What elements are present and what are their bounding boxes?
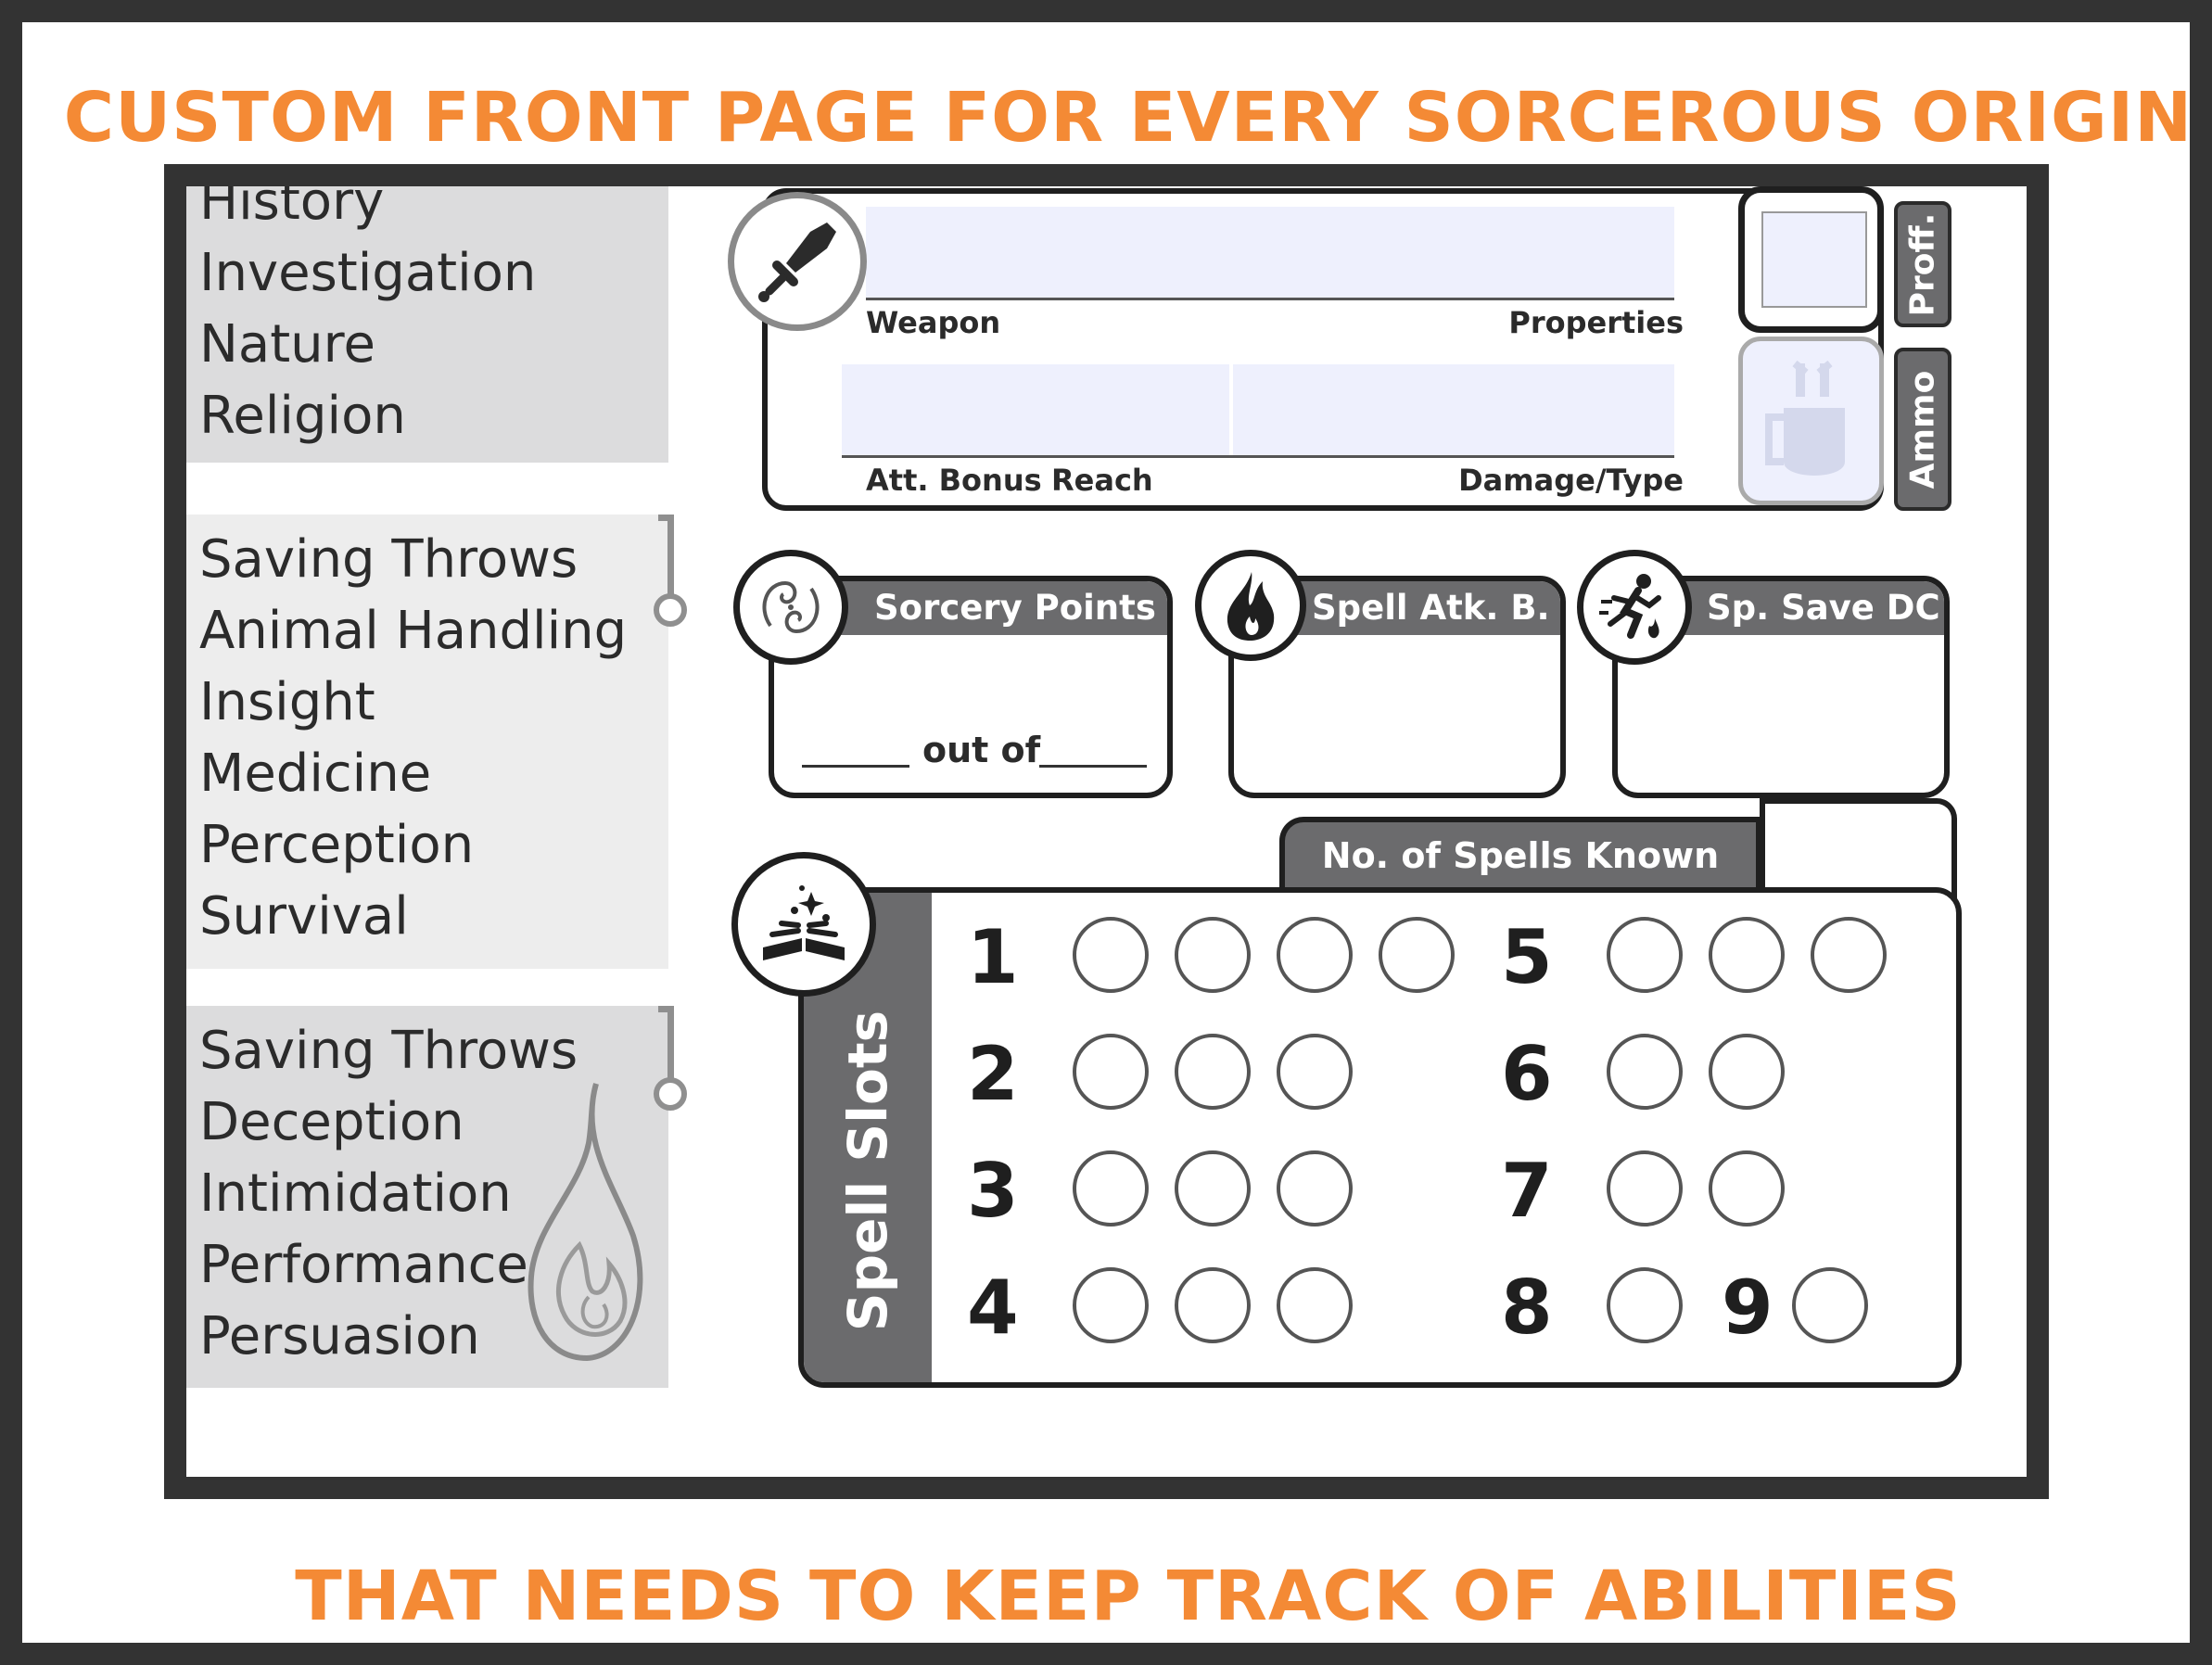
ammo-box[interactable] bbox=[1738, 337, 1884, 505]
spell-slot-checkbox[interactable] bbox=[1277, 1034, 1353, 1110]
weapon-field[interactable] bbox=[866, 207, 1674, 299]
sorcery-icon-circle bbox=[733, 550, 848, 665]
skill-perception[interactable]: Perception bbox=[199, 815, 475, 875]
open-book-sparkle-icon bbox=[763, 885, 845, 960]
spell-level-number: 7 bbox=[1501, 1148, 1553, 1234]
spell-slot-checkbox[interactable] bbox=[1607, 1267, 1683, 1343]
spellbook-icon-circle bbox=[731, 852, 876, 997]
bracket-ring bbox=[654, 593, 687, 627]
skill-investigation[interactable]: Investigation bbox=[199, 243, 537, 303]
skill-religion[interactable]: Religion bbox=[199, 386, 406, 446]
swirl-icon bbox=[762, 580, 820, 634]
spell-slot-checkbox[interactable] bbox=[1175, 1034, 1251, 1110]
weapon-attack-box: Weapon Properties Att. Bonus Reach Damag… bbox=[762, 188, 1884, 511]
spell-attack-icon-circle bbox=[1195, 550, 1306, 661]
spell-slot-checkbox[interactable] bbox=[1073, 1150, 1149, 1227]
spell-slots-box: Spell Slots 1 2 3 4 5 6 7 8 9 bbox=[798, 887, 1962, 1388]
skill-nature[interactable]: Nature bbox=[199, 314, 375, 375]
spell-level-number: 6 bbox=[1501, 1031, 1553, 1117]
reach-label: Reach bbox=[1051, 463, 1153, 498]
spell-slot-checkbox[interactable] bbox=[1792, 1267, 1868, 1343]
spell-level-number: 3 bbox=[967, 1148, 1019, 1234]
spell-save-icon-circle bbox=[1577, 550, 1692, 665]
panel-bracket bbox=[658, 515, 674, 603]
character-sheet-preview: History Investigation Nature Religion Sa… bbox=[164, 164, 2049, 1499]
spell-slot-checkbox[interactable] bbox=[1607, 1150, 1683, 1227]
skill-intimidation[interactable]: Intimidation bbox=[199, 1163, 512, 1224]
weapon-icon-circle bbox=[728, 192, 867, 331]
flame-watermark-icon bbox=[528, 1083, 643, 1362]
spell-slot-checkbox[interactable] bbox=[1811, 917, 1887, 993]
spell-slot-checkbox[interactable] bbox=[1379, 917, 1455, 993]
skills-panel-charisma: Saving Throws Deception Intimidation Per… bbox=[186, 1006, 687, 1388]
spell-level-number: 8 bbox=[1501, 1265, 1553, 1351]
skill-survival[interactable]: Survival bbox=[199, 886, 409, 947]
skill-history[interactable]: History bbox=[199, 172, 385, 232]
properties-label: Properties bbox=[1508, 305, 1684, 340]
spell-slot-checkbox[interactable] bbox=[1607, 917, 1683, 993]
skills-panel-wisdom: Saving Throws Animal Handling Insight Me… bbox=[186, 515, 687, 969]
spells-known-value-box[interactable] bbox=[1760, 798, 1957, 900]
proficiency-box[interactable] bbox=[1738, 186, 1884, 333]
spell-slots-label: Spell Slots bbox=[836, 1010, 899, 1332]
spell-slot-checkbox[interactable] bbox=[1709, 1150, 1785, 1227]
spell-slot-checkbox[interactable] bbox=[1175, 917, 1251, 993]
skill-saving-throws[interactable]: Saving Throws bbox=[199, 1021, 578, 1081]
running-figure-icon bbox=[1599, 574, 1661, 639]
att-bonus-label: Att. Bonus bbox=[866, 463, 1042, 498]
out-of-label: out of bbox=[922, 730, 1041, 770]
panel-bracket bbox=[658, 1006, 674, 1087]
quiver-icon bbox=[1765, 360, 1845, 476]
spell-level-number: 5 bbox=[1501, 914, 1553, 1000]
spell-slot-checkbox[interactable] bbox=[1709, 1034, 1785, 1110]
spell-level-number: 4 bbox=[967, 1265, 1019, 1351]
spells-known-label: No. of Spells Known bbox=[1279, 817, 1761, 896]
bracket-ring bbox=[654, 1077, 687, 1111]
spell-slot-checkbox[interactable] bbox=[1277, 917, 1353, 993]
attack-bonus-reach-field[interactable] bbox=[842, 364, 1229, 457]
bottom-headline: THAT NEEDS TO KEEP TRACK OF ABILITIES bbox=[295, 1557, 1962, 1636]
damage-type-label: Damage/Type bbox=[1458, 463, 1684, 498]
spell-slot-checkbox[interactable] bbox=[1709, 917, 1785, 993]
spell-slot-checkbox[interactable] bbox=[1175, 1267, 1251, 1343]
skill-insight[interactable]: Insight bbox=[199, 672, 375, 732]
spell-slot-checkbox[interactable] bbox=[1175, 1150, 1251, 1227]
skills-panel-intelligence: History Investigation Nature Religion bbox=[186, 186, 668, 463]
skill-performance[interactable]: Performance bbox=[199, 1235, 528, 1295]
skill-animal-handling[interactable]: Animal Handling bbox=[199, 601, 628, 661]
ammo-tab: Ammo bbox=[1894, 348, 1951, 511]
spell-level-number: 9 bbox=[1722, 1265, 1773, 1351]
spell-slot-checkbox[interactable] bbox=[1607, 1034, 1683, 1110]
proficiency-tab: Proff. bbox=[1894, 201, 1951, 327]
skill-deception[interactable]: Deception bbox=[199, 1092, 464, 1152]
damage-type-field[interactable] bbox=[1233, 364, 1674, 457]
spell-slot-checkbox[interactable] bbox=[1073, 1267, 1149, 1343]
weapon-label: Weapon bbox=[866, 305, 1001, 340]
spell-slot-checkbox[interactable] bbox=[1073, 1034, 1149, 1110]
fire-icon bbox=[1227, 572, 1275, 641]
spell-slot-checkbox[interactable] bbox=[1277, 1267, 1353, 1343]
sword-icon bbox=[758, 222, 836, 302]
spell-level-number: 2 bbox=[967, 1031, 1019, 1117]
top-headline: CUSTOM FRONT PAGE FOR EVERY SORCEROUS OR… bbox=[63, 78, 2193, 158]
skill-medicine[interactable]: Medicine bbox=[199, 744, 432, 804]
spell-level-number: 1 bbox=[967, 914, 1019, 1000]
skill-persuasion[interactable]: Persuasion bbox=[199, 1306, 480, 1366]
spell-slot-checkbox[interactable] bbox=[1073, 917, 1149, 993]
spell-slot-checkbox[interactable] bbox=[1277, 1150, 1353, 1227]
skill-saving-throws[interactable]: Saving Throws bbox=[199, 529, 578, 590]
